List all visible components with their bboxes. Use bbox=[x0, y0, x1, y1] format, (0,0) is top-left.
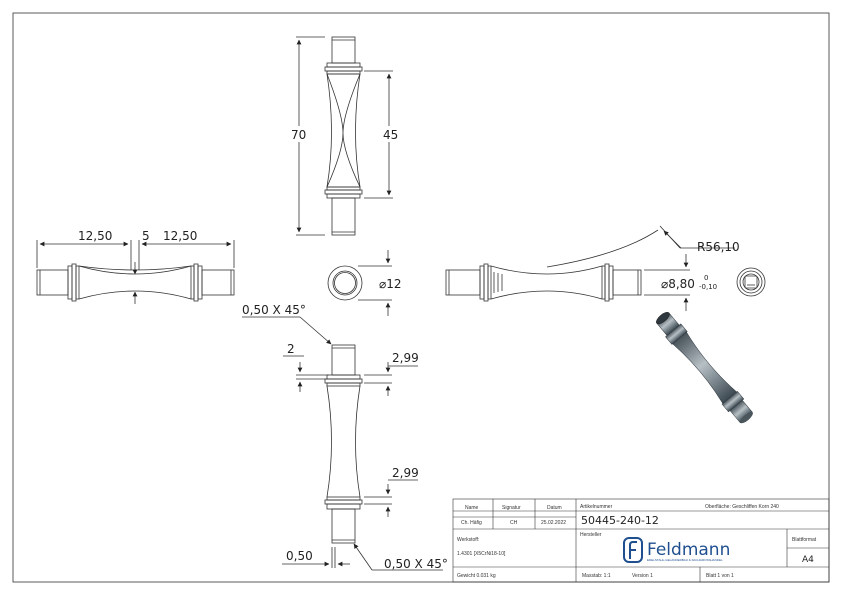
dim-diameter-8-80: ⌀8,80 bbox=[661, 277, 695, 291]
sheet-border bbox=[12, 12, 830, 583]
dim-radius: R56,10 bbox=[697, 240, 740, 254]
tb-blattformat-value: A4 bbox=[802, 555, 814, 565]
dim-diameter-12: ⌀12 bbox=[379, 277, 402, 291]
dim-tolerance-upper: 0 bbox=[704, 274, 708, 282]
small-end-view bbox=[736, 267, 766, 297]
dim-overall-length: 70 bbox=[291, 128, 306, 142]
tb-datum-value: 25.02.2022 bbox=[541, 520, 566, 526]
brand-tagline: EDELSTAHL-GELÄNDERBAU & FACHGROSSHANDEL bbox=[647, 558, 723, 562]
tb-name-label: Name bbox=[465, 505, 479, 511]
feldmann-logo: Feldmann EDELSTAHL-GELÄNDERBAU & FACHGRO… bbox=[623, 537, 730, 563]
tb-name-value: Ch. Häfig bbox=[461, 520, 482, 526]
end-view bbox=[327, 250, 392, 316]
brand-name: Feldmann bbox=[647, 540, 730, 560]
dim-collar-bottom: 2,99 bbox=[392, 466, 419, 480]
dim-chamfer-top: 0,50 X 45° bbox=[242, 303, 306, 317]
dim-tolerance-lower: -0,10 bbox=[699, 283, 717, 291]
right-view bbox=[445, 225, 735, 311]
top-view bbox=[296, 36, 393, 236]
dim-offset: 0,50 bbox=[286, 549, 313, 563]
tb-artikel-value: 50445-240-12 bbox=[581, 514, 659, 527]
tb-signatur-value: CH bbox=[510, 520, 518, 526]
tb-blatt: Blatt 1 von 1 bbox=[706, 573, 734, 579]
title-block bbox=[452, 498, 830, 583]
tb-hersteller-label: Hersteller bbox=[580, 532, 602, 538]
dim-collar-top: 2,99 bbox=[392, 351, 419, 365]
tb-oberflaeche: Oberfläche: Geschliffen Korn 240 bbox=[705, 504, 779, 510]
tb-gewicht: Gewicht 0.031 kg bbox=[457, 573, 496, 579]
tb-datum-label: Datum bbox=[547, 505, 562, 511]
label-bg bbox=[288, 126, 310, 142]
tb-werkstoff-label: Werkstoff: bbox=[457, 537, 479, 543]
dim-end-length-right: 12,50 bbox=[163, 229, 197, 243]
dim-middle-length: 45 bbox=[383, 128, 398, 142]
tb-werkstoff-value: 1.4301 [X5CrNi18-10] bbox=[457, 551, 506, 557]
dim-step: 2 bbox=[287, 342, 295, 356]
dim-end-length-left: 12,50 bbox=[78, 229, 112, 243]
label-bg bbox=[380, 126, 402, 142]
tb-artikel-label: Artikelnummer bbox=[580, 504, 613, 510]
tb-signatur-label: Signatur bbox=[502, 505, 521, 511]
iso-3d-view bbox=[656, 312, 753, 424]
dim-chamfer-bottom: 0,50 X 45° bbox=[384, 557, 448, 571]
tb-blattformat-label: Blattformat bbox=[792, 537, 817, 543]
tb-version: Version 1 bbox=[632, 573, 653, 579]
left-view bbox=[36, 240, 235, 304]
bottom-view bbox=[242, 316, 443, 571]
dim-center-length: 5 bbox=[142, 229, 150, 243]
tb-massstab: Masstab: 1:1 bbox=[582, 573, 611, 579]
